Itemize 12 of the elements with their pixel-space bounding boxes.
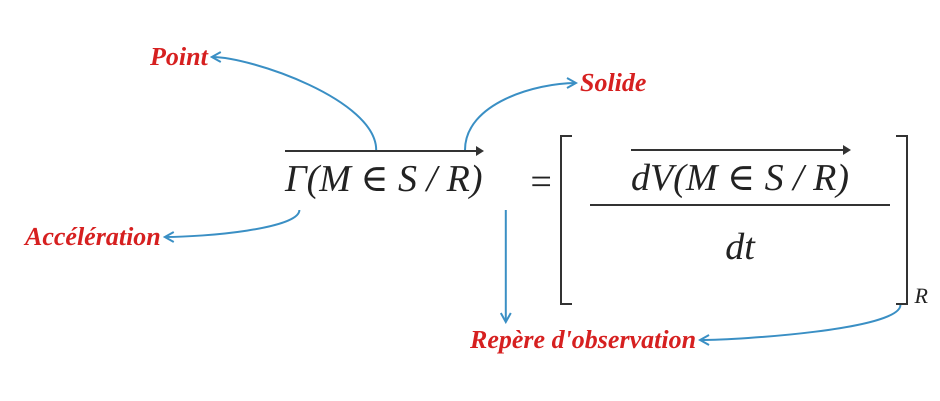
arrow xyxy=(699,304,902,346)
arrow xyxy=(500,210,512,323)
annotation-text: Repère d'observation xyxy=(470,325,696,355)
arrow xyxy=(210,52,378,150)
equals-sign: = xyxy=(528,160,554,204)
arrow xyxy=(164,210,300,243)
annotation-text: Solide xyxy=(580,68,646,98)
annotation-text: Point xyxy=(150,42,208,72)
subscript-text: R xyxy=(914,283,928,309)
denominator-expression: dt xyxy=(724,225,756,269)
arrow xyxy=(464,77,577,150)
annotation-text: Accélération xyxy=(25,222,161,252)
